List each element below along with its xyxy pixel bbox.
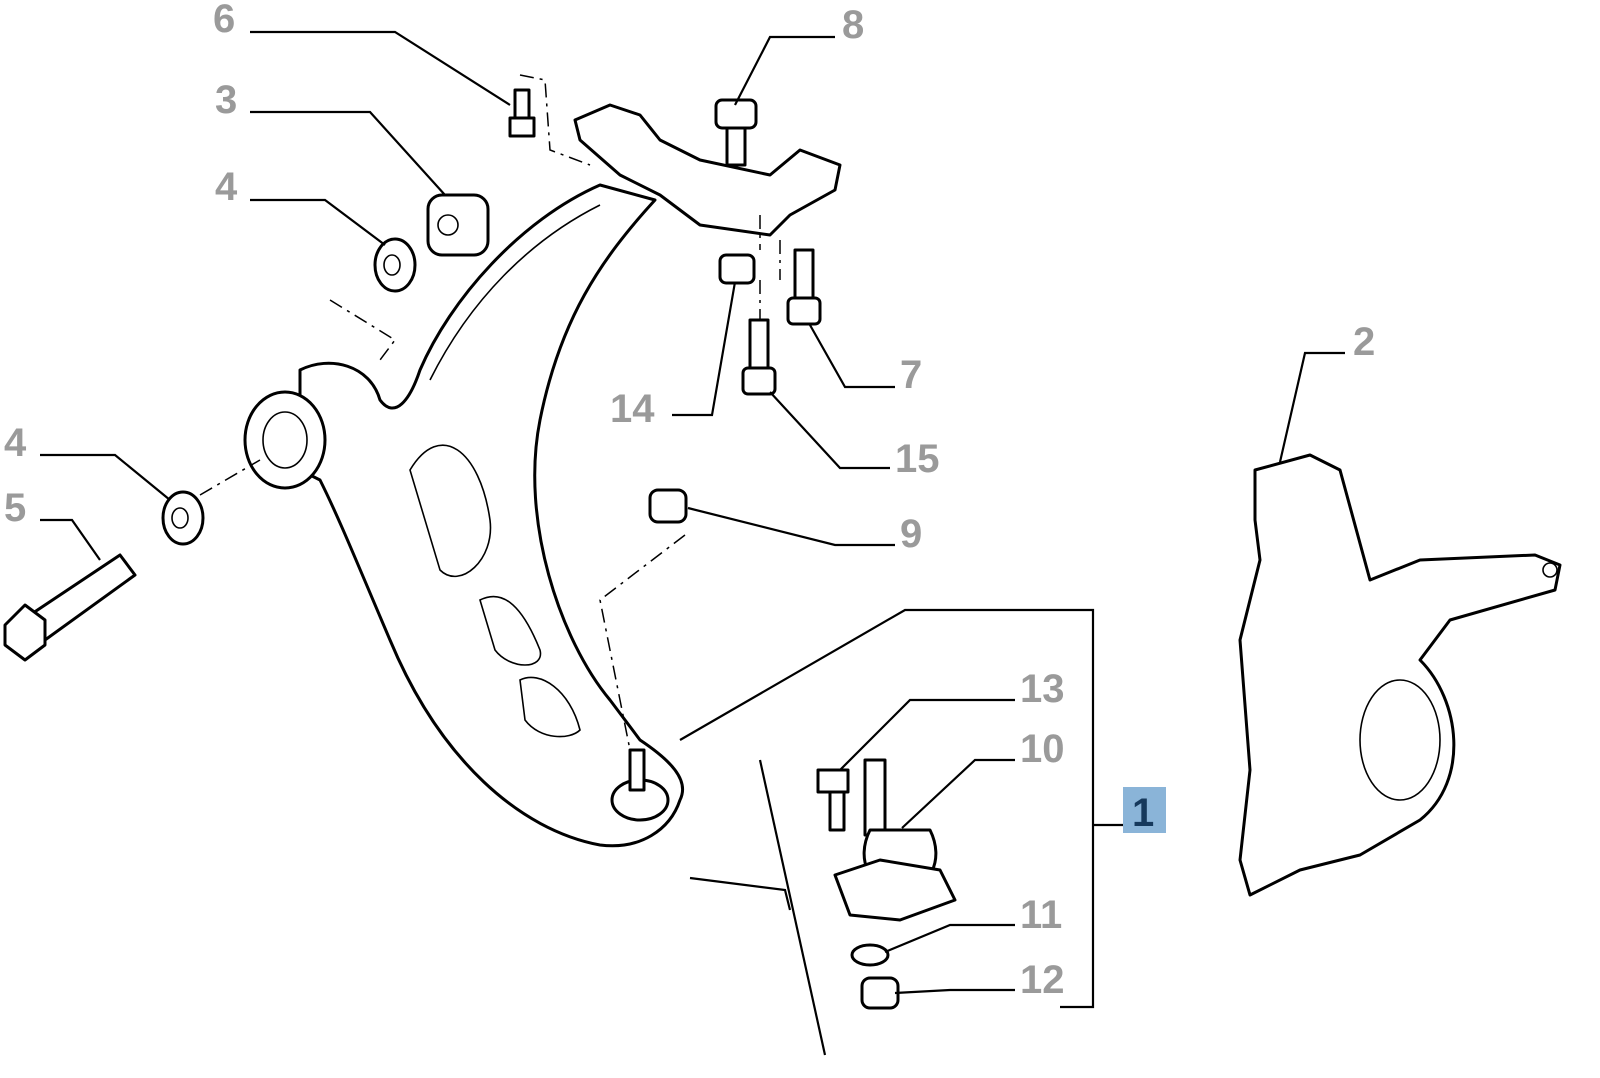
- callout-12[interactable]: 12: [1020, 958, 1065, 1002]
- callout-14[interactable]: 14: [610, 387, 655, 431]
- callout-9[interactable]: 9: [900, 512, 922, 556]
- callout-10[interactable]: 10: [1020, 727, 1065, 771]
- leader-lines: [40, 30, 1345, 1009]
- callout-7[interactable]: 7: [900, 353, 922, 397]
- callout-15[interactable]: 15: [895, 437, 940, 481]
- callout-4-top[interactable]: 4: [215, 165, 238, 209]
- callout-13[interactable]: 13: [1020, 667, 1065, 711]
- hardware: [3, 88, 957, 1010]
- callout-11[interactable]: 11: [1020, 893, 1062, 937]
- callout-1-highlighted[interactable]: 1: [1123, 787, 1166, 835]
- callout-3[interactable]: 3: [215, 78, 237, 122]
- callout-8[interactable]: 8: [842, 3, 864, 47]
- callout-2[interactable]: 2: [1353, 320, 1375, 364]
- control-arm: [243, 183, 685, 848]
- callout-4-left[interactable]: 4: [4, 421, 27, 465]
- callout-6[interactable]: 6: [213, 0, 235, 41]
- mounting-bracket: [573, 103, 842, 237]
- callout-5[interactable]: 5: [4, 486, 26, 530]
- callout-1[interactable]: 1: [1132, 791, 1154, 835]
- steering-knuckle: [1238, 453, 1562, 897]
